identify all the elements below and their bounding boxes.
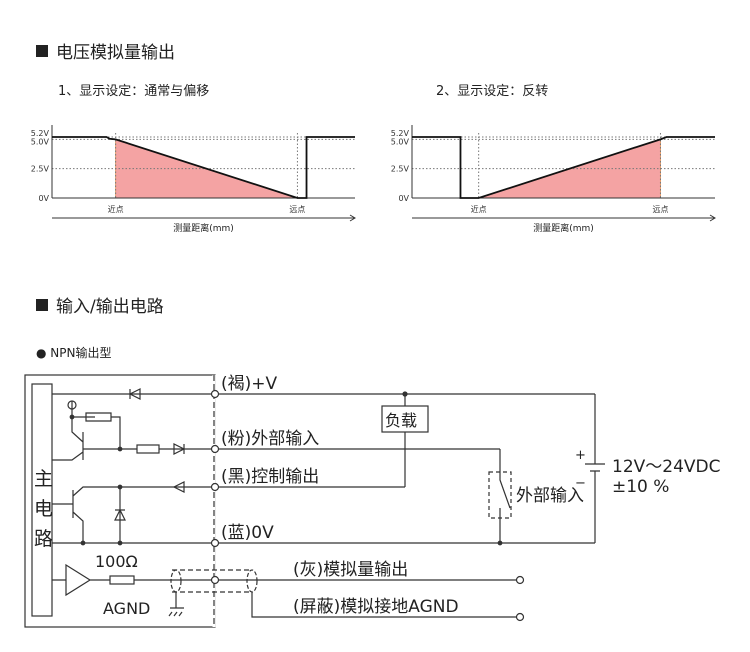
section-heading-analog-output: 电压模拟量输出 (36, 38, 175, 63)
x-tick-label: 近点 (471, 204, 487, 214)
bullet-square-icon (36, 298, 48, 311)
main-circuit-char: 路 (34, 528, 53, 550)
wire-label-pink: (粉)外部输入 (221, 429, 319, 449)
x-axis-label: 测量距离(mm) (533, 222, 594, 234)
main-circuit-char: 电 (34, 498, 53, 520)
external-input-label: 外部输入 (516, 486, 584, 506)
chart2-title: 2、显示设定：反转 (436, 84, 549, 99)
battery-icon (585, 394, 605, 543)
distance-axis-arrow (412, 214, 716, 222)
chart1-title: 1、显示设定：通常与偏移 (58, 84, 210, 99)
y-tick-label: 0V (398, 194, 409, 203)
y-tick-label: 2.5V (391, 165, 410, 174)
y-tick-label: 5.2V (391, 129, 410, 138)
section-title: 电压模拟量输出 (56, 43, 175, 63)
resistor-icon (136, 444, 160, 454)
wire-label-shield: (屏蔽)模拟接地AGND (293, 597, 459, 617)
section-title: 输入/输出电路 (56, 297, 164, 317)
diode-icon (172, 481, 185, 493)
io-circuit-diagram: 主 电 路 负载 (24, 374, 720, 628)
output-line (52, 136, 355, 199)
x-tick-label: 远点 (289, 205, 305, 214)
y-tick-label: 5.0V (31, 137, 50, 146)
npn-label-text: NPN输出型 (50, 346, 112, 360)
supply-tolerance-label: ±10 % (612, 477, 669, 497)
terminal-pink (210, 444, 220, 454)
ground-icon (168, 592, 184, 617)
diode-icon (128, 388, 141, 400)
load-box (381, 405, 429, 433)
y-tick-label: 5.0V (391, 137, 410, 146)
agnd-label: AGND (103, 599, 150, 618)
terminal-blue (210, 538, 220, 548)
x-axis-label: 测量距离(mm) (173, 222, 234, 234)
wire-label-blue: (蓝)0V (221, 523, 274, 543)
plus-sign: + (575, 448, 586, 463)
y-tick-label: 5.2V (31, 129, 50, 138)
y-tick-label: 2.5V (31, 165, 50, 174)
distance-axis-arrow (52, 214, 356, 222)
shield-icon (172, 569, 250, 593)
zener-diode-icon (114, 508, 126, 521)
x-tick-label: 远点 (652, 205, 668, 214)
terminal-brown (210, 389, 220, 399)
terminal-analog-out (515, 575, 525, 585)
terminal-agnd (515, 612, 525, 622)
wire-label-brown: (褐)+V (221, 374, 278, 394)
resistor-label: 100Ω (95, 552, 138, 571)
load-label: 负载 (385, 411, 417, 430)
y-tick-label: 0V (38, 194, 49, 203)
amplifier-icon (52, 563, 520, 597)
terminal-gray (210, 575, 220, 585)
wire-label-black: (黑)控制输出 (221, 467, 319, 487)
section-heading-io-circuit: 输入/输出电路 (36, 292, 164, 317)
supply-voltage-label: 12V〜24VDC (612, 457, 720, 477)
main-circuit-char: 主 (34, 468, 53, 490)
minus-sign: − (575, 476, 586, 491)
wire-label-gray: (灰)模拟量输出 (293, 560, 408, 580)
bullet-square-icon (36, 44, 48, 57)
npn-label: ● NPN输出型 (36, 346, 112, 360)
diode-icon (173, 443, 186, 455)
resistor-icon (109, 575, 135, 585)
terminal-black (210, 482, 220, 492)
output-line (412, 136, 715, 199)
x-tick-label: 近点 (108, 204, 124, 214)
main-circuit-block (31, 383, 53, 617)
